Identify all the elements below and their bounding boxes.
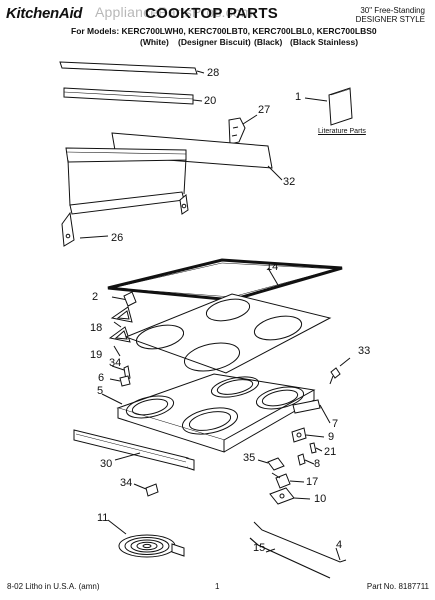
callout-21: 21 [324, 446, 337, 458]
callout-9: 9 [328, 431, 335, 443]
part-19-corner-bracket [108, 326, 131, 357]
callout-35: 35 [243, 452, 256, 464]
style-line-1: 30" Free-Standing [360, 6, 425, 15]
brand-logo: KitchenAid [6, 5, 83, 22]
callout-7: 7 [332, 418, 339, 430]
part-27-bracket [228, 114, 258, 145]
callout-17: 17 [306, 476, 319, 488]
callout-28: 28 [207, 67, 220, 79]
callout-33: 33 [358, 345, 371, 357]
part-26-rear-frame [61, 147, 189, 247]
part-5-burner-box [101, 373, 316, 453]
part-28-trim [59, 61, 205, 75]
part-21-screw [309, 442, 323, 454]
footer-part-number: Part No. 8187711 [366, 582, 429, 591]
callout-30: 30 [100, 458, 113, 470]
glass-cooktop [124, 293, 332, 374]
color-white: (White) [140, 37, 169, 47]
part-17-connector [271, 472, 305, 489]
callout-15: 15 [253, 542, 266, 554]
callout-18: 18 [90, 322, 103, 334]
callout-2: 2 [92, 291, 99, 303]
part-33-screw [329, 357, 351, 385]
part-6-clip [109, 375, 131, 387]
watermark: AppliancePartsPros.com [95, 4, 253, 20]
callout-8: 8 [314, 458, 321, 470]
part-10-bracket [269, 487, 311, 505]
part-9-hardware [291, 427, 325, 443]
page-title: COOKTOP PARTS [145, 5, 279, 22]
part-15-wire [249, 537, 331, 579]
callout-11: 11 [97, 512, 109, 524]
callout-4: 4 [336, 539, 343, 551]
color-designer-biscuit: (Designer Biscuit) [178, 37, 251, 47]
part-30-front-trim [73, 429, 195, 471]
callout-32: 32 [283, 176, 296, 188]
footer-litho: 8-02 Litho in U.S.A. (amn) [7, 582, 100, 591]
literature-parts-label: Literature Parts [318, 128, 366, 135]
part-4-rod [253, 521, 347, 563]
callout-20: 20 [204, 95, 217, 107]
part-34-lower-screw [133, 483, 159, 497]
callout-34-lower: 34 [120, 477, 133, 489]
part-8-screw [297, 453, 315, 466]
callout-10: 10 [314, 493, 327, 505]
part-7-bracket [292, 399, 331, 424]
footer-page-number: 1 [215, 582, 220, 591]
style-line-2: DESIGNER STYLE [355, 15, 425, 24]
callout-5: 5 [97, 385, 104, 397]
color-black: (Black) [254, 37, 283, 47]
callout-14: 14 [266, 261, 279, 273]
part-14-gasket [107, 258, 343, 302]
part-2-clip [111, 291, 137, 307]
callout-19: 19 [90, 349, 103, 361]
model-list: For Models: KERC700LWH0, KERC700LBT0, KE… [71, 26, 377, 36]
callout-6: 6 [98, 372, 105, 384]
part-18-corner-bracket [110, 306, 133, 328]
callout-26: 26 [111, 232, 124, 244]
part-11-coil-element [107, 519, 185, 558]
color-black-stainless: (Black Stainless) [290, 37, 359, 47]
callout-27: 27 [258, 104, 271, 116]
part-20-channel [63, 87, 203, 105]
part-35-connector [257, 457, 285, 471]
part-1-literature [304, 87, 353, 126]
callout-34-upper: 34 [109, 357, 122, 369]
callout-1: 1 [295, 91, 302, 103]
